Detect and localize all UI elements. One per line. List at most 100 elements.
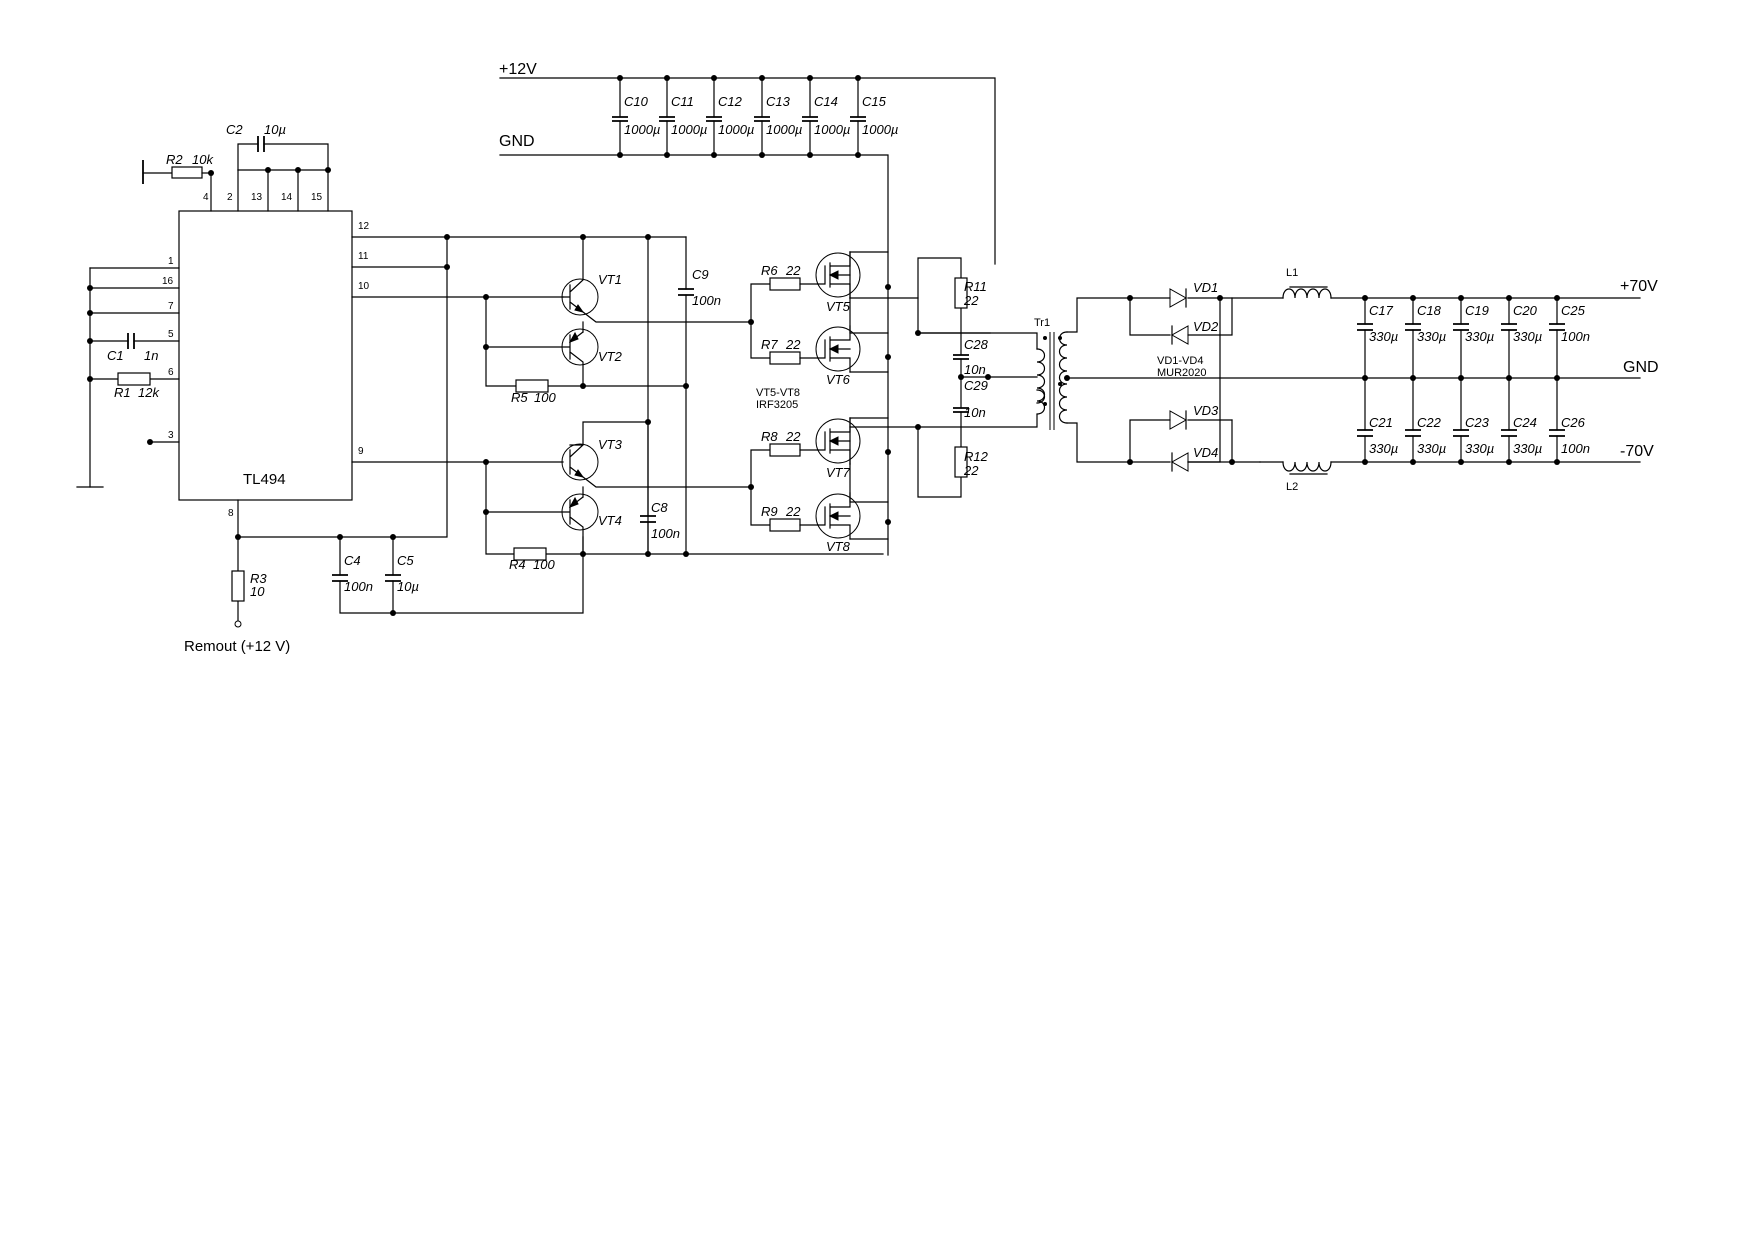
label-r3: R3 — [250, 571, 267, 586]
value-c24: 330µ — [1513, 441, 1542, 456]
label-c17: C17 — [1369, 303, 1394, 318]
net-label-plus-70v: +70V — [1620, 278, 1658, 295]
value-r2: 10k — [192, 152, 214, 167]
value-c13: 1000µ — [766, 122, 802, 137]
label-c11: C11 — [671, 94, 694, 109]
value-c29: 10n — [964, 405, 986, 420]
diode-vd3 — [1169, 410, 1188, 430]
value-c28: 10n — [964, 362, 986, 377]
label-vd3: VD3 — [1193, 403, 1219, 418]
net-label-gnd-input: GND — [499, 133, 535, 150]
value-c4: 100n — [344, 579, 373, 594]
label-vt4: VT4 — [598, 513, 622, 528]
label-r11: R11 — [964, 279, 987, 294]
note-mosfet-part: IRF3205 — [756, 399, 798, 411]
value-r12: 22 — [963, 463, 979, 478]
label-c9: C9 — [692, 267, 709, 282]
pin-12: 12 — [358, 221, 370, 232]
tl494-controller: TL494 4 2 13 14 15 C2 10µ R2 10k — [76, 122, 687, 655]
input-capacitor-bank: C10 1000µ C11 1000µ C12 1000µ C13 1000µ … — [612, 75, 898, 158]
label-c8: C8 — [651, 500, 668, 515]
pin-15: 15 — [311, 192, 323, 203]
label-c22: C22 — [1417, 415, 1442, 430]
label-c13: C13 — [766, 94, 791, 109]
output-rectifier: VD1 VD2 VD1-VD4 MUR2020 VD3 VD4 — [1127, 280, 1284, 472]
label-vd4: VD4 — [1193, 445, 1218, 460]
value-r1: 12k — [138, 385, 160, 400]
value-c22: 330µ — [1417, 441, 1446, 456]
label-c15: C15 — [862, 94, 887, 109]
mosfet-vt6 — [815, 326, 861, 372]
snubber-and-transformer: R11 22 R12 22 C28 10n C29 10n Tr1 — [915, 257, 1641, 498]
pin-16: 16 — [162, 276, 174, 287]
pin-5: 5 — [168, 329, 174, 340]
mosfet-vt5 — [815, 252, 861, 298]
pin-6: 6 — [168, 367, 174, 378]
label-tr1: Tr1 — [1034, 317, 1050, 329]
label-c24: C24 — [1513, 415, 1537, 430]
pin-11: 11 — [358, 251, 369, 262]
label-r4: R4 — [509, 557, 526, 572]
pin-3: 3 — [168, 430, 174, 441]
label-r2: R2 — [166, 152, 183, 167]
label-r5: R5 — [511, 390, 528, 405]
label-vd1: VD1 — [1193, 280, 1218, 295]
mosfet-vt7 — [815, 418, 861, 464]
transistor-vt1 — [561, 278, 599, 316]
mosfet-bridge: R6 22 R7 22 R8 22 R9 22 VT5 VT6 VT7 VT8 … — [748, 251, 919, 554]
label-c12: C12 — [718, 94, 743, 109]
label-vt2: VT2 — [598, 349, 623, 364]
tl494-ic — [178, 210, 353, 501]
value-r3: 10 — [250, 584, 265, 599]
mosfet-vt8 — [815, 493, 861, 539]
value-r6: 22 — [785, 263, 801, 278]
net-label-minus-70v: -70V — [1620, 443, 1654, 460]
value-c15: 1000µ — [862, 122, 898, 137]
value-c23: 330µ — [1465, 441, 1494, 456]
label-c21: C21 — [1369, 415, 1393, 430]
label-c5: C5 — [397, 553, 414, 568]
value-c21: 330µ — [1369, 441, 1398, 456]
pin-8: 8 — [228, 508, 234, 519]
value-c14: 1000µ — [814, 122, 850, 137]
label-vt8: VT8 — [826, 539, 851, 554]
value-r5: 100 — [534, 390, 556, 405]
transistor-vt3 — [561, 443, 599, 481]
label-vt7: VT7 — [826, 465, 851, 480]
label-c28: C28 — [964, 337, 989, 352]
value-c20: 330µ — [1513, 329, 1542, 344]
value-c10: 1000µ — [624, 122, 660, 137]
pin-9: 9 — [358, 446, 364, 457]
net-label-12v: +12V — [499, 61, 537, 78]
value-c26: 100n — [1561, 441, 1590, 456]
pin-7: 7 — [168, 301, 174, 312]
label-vt1: VT1 — [598, 272, 622, 287]
net-label-gnd-output: GND — [1623, 359, 1659, 376]
label-c2: C2 — [226, 122, 243, 137]
label-c18: C18 — [1417, 303, 1442, 318]
pin-2: 2 — [227, 192, 233, 203]
value-c19: 330µ — [1465, 329, 1494, 344]
label-vt5: VT5 — [826, 299, 851, 314]
label-c23: C23 — [1465, 415, 1490, 430]
net-label-remout: Remout (+12 V) — [184, 638, 290, 655]
label-c14: C14 — [814, 94, 838, 109]
supply-rails: +12V GND — [499, 61, 996, 556]
label-r6: R6 — [761, 263, 778, 278]
label-vt6: VT6 — [826, 372, 851, 387]
label-c1: C1 — [107, 348, 124, 363]
label-vt3: VT3 — [598, 437, 623, 452]
value-c5: 10µ — [397, 579, 419, 594]
value-c9: 100n — [692, 293, 721, 308]
value-r4: 100 — [533, 557, 555, 572]
label-r1: R1 — [114, 385, 131, 400]
label-c19: C19 — [1465, 303, 1489, 318]
pin-13: 13 — [251, 192, 263, 203]
value-r7: 22 — [785, 337, 801, 352]
pin-1: 1 — [168, 256, 174, 267]
pin-4: 4 — [203, 192, 209, 203]
label-c4: C4 — [344, 553, 361, 568]
note-diode-group: VD1-VD4 — [1157, 355, 1203, 367]
value-c8: 100n — [651, 526, 680, 541]
